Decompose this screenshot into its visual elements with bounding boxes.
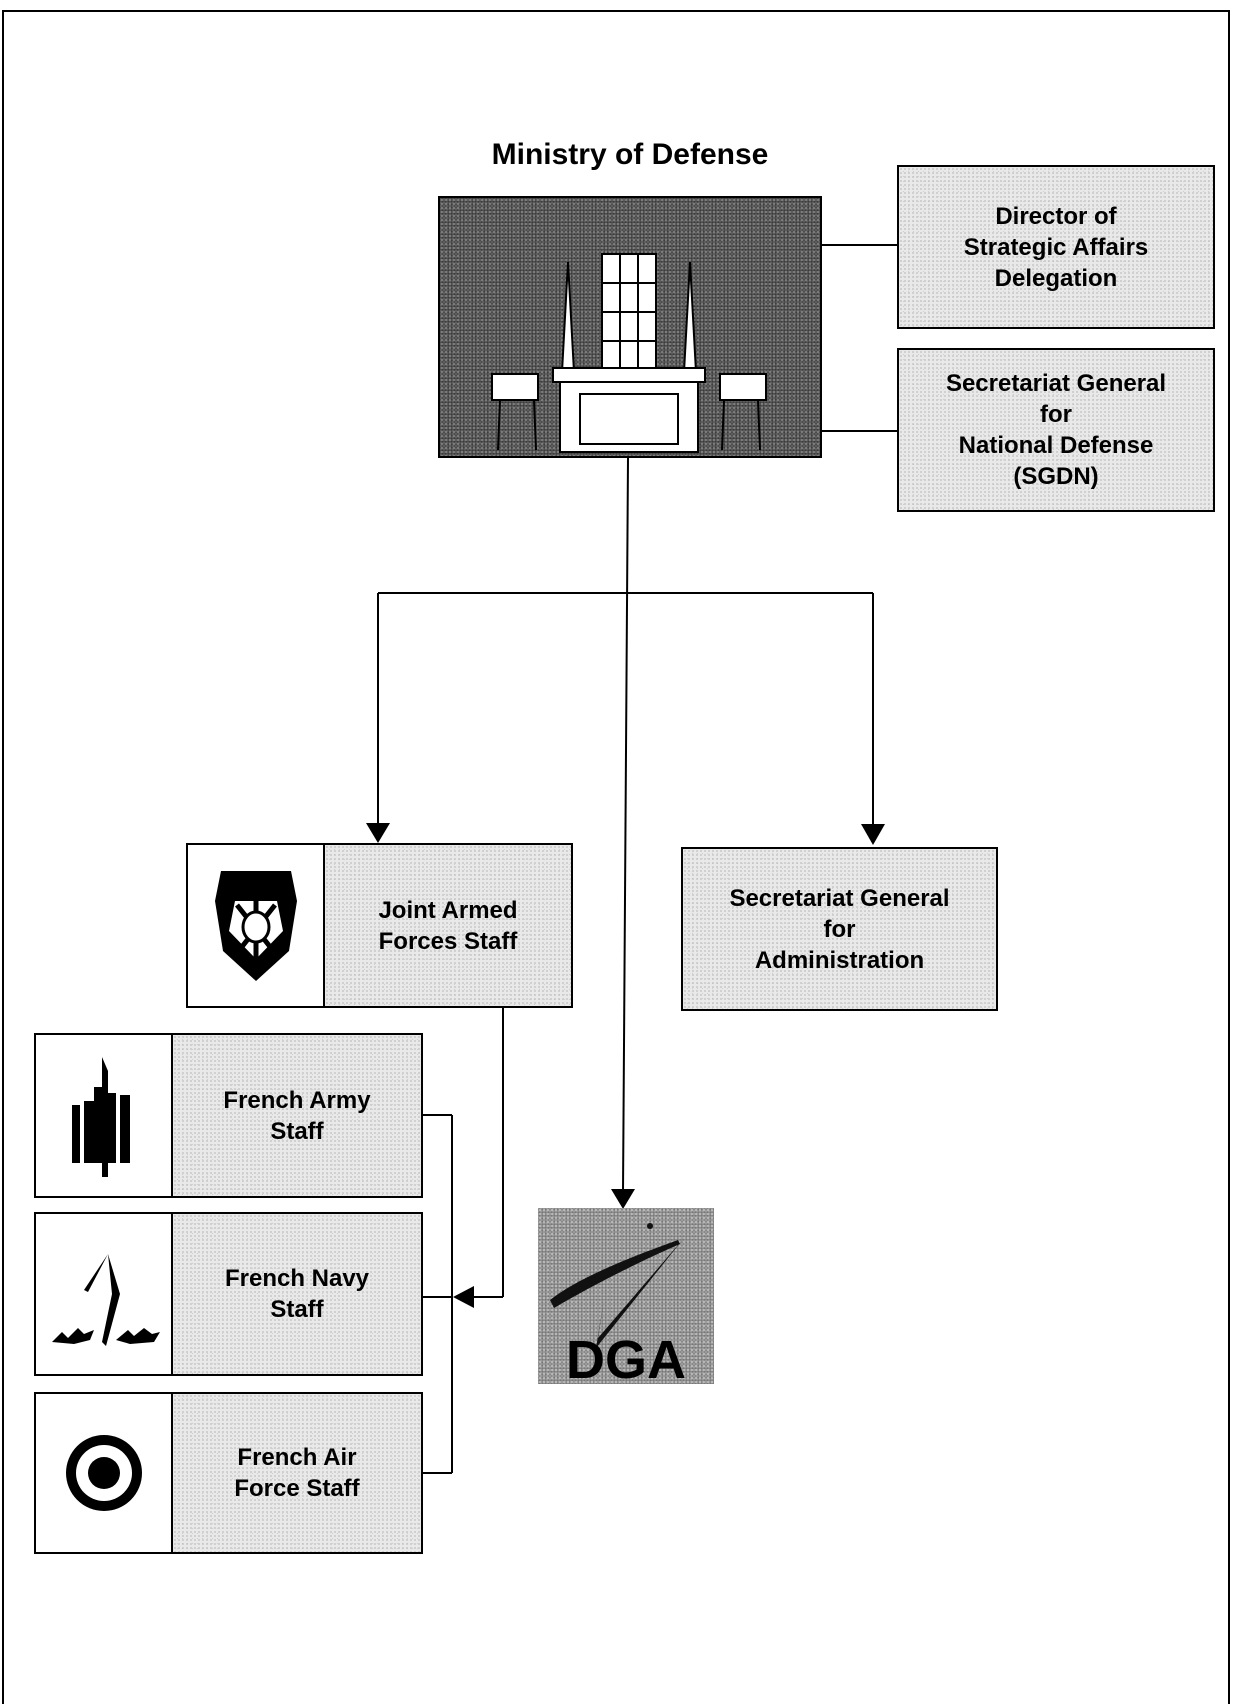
air-force-roundel-icon — [36, 1394, 173, 1552]
director-strategic-affairs-box: Director of Strategic Affairs Delegation — [897, 165, 1215, 329]
page-frame — [2, 10, 1230, 1704]
dga-logo-text: DGA — [566, 1330, 686, 1384]
french-navy-staff-label: French Navy Staff — [173, 1214, 421, 1374]
french-navy-staff-box: French Navy Staff — [34, 1212, 423, 1376]
french-army-staff-box: French Army Staff — [34, 1033, 423, 1198]
french-air-force-staff-box: French Air Force Staff — [34, 1392, 423, 1554]
joint-armed-forces-box: Joint Armed Forces Staff — [186, 843, 573, 1008]
ministry-office-image — [438, 196, 822, 458]
secretariat-administration-box: Secretariat General for Administration — [681, 847, 998, 1011]
sgdn-box: Secretariat General for National Defense… — [897, 348, 1215, 512]
french-army-staff-label: French Army Staff — [173, 1035, 421, 1196]
joint-staff-shield-icon — [188, 845, 325, 1006]
page-title: Ministry of Defense — [491, 138, 769, 171]
navy-emblem-icon — [36, 1214, 173, 1374]
army-emblem-icon — [36, 1035, 173, 1196]
french-air-force-staff-label: French Air Force Staff — [173, 1394, 421, 1552]
dga-logo: DGA — [538, 1208, 714, 1390]
joint-armed-forces-label: Joint Armed Forces Staff — [325, 845, 571, 1006]
